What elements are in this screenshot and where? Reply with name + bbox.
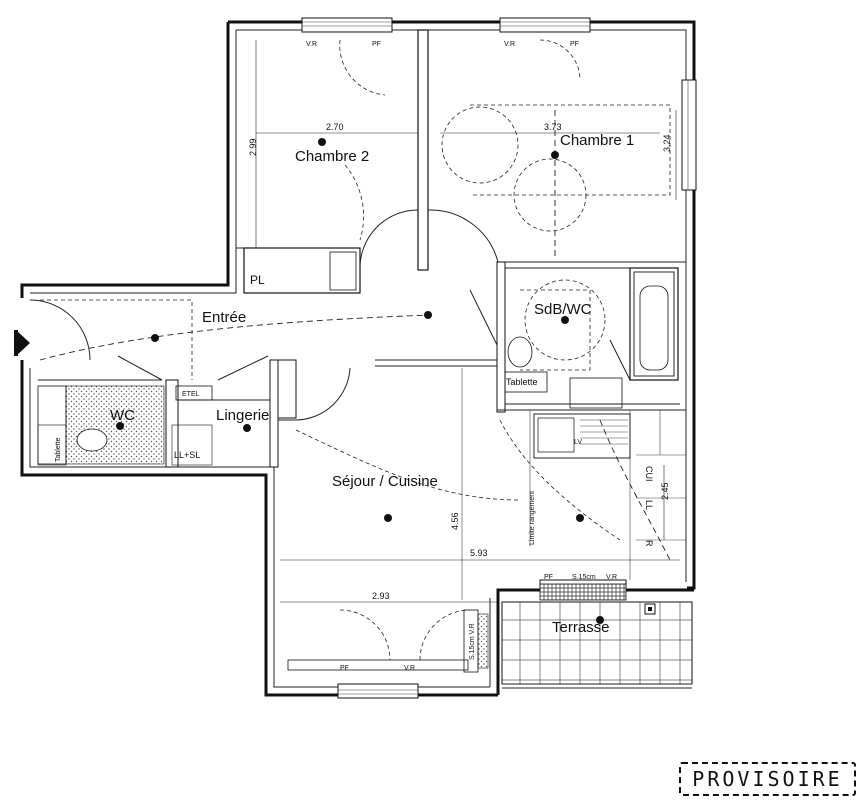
provisoire-stamp: PROVISOIRE xyxy=(679,762,856,796)
label-pf-3: PF xyxy=(340,665,349,672)
label-ll-sl: LL+SL xyxy=(174,450,200,460)
label-s15: S.15cm xyxy=(572,574,596,581)
label-r: R xyxy=(644,540,654,547)
dim-2-99: 2.99 xyxy=(248,138,258,156)
label-tablette-sdb: Tablette xyxy=(506,377,538,387)
label-pf-4: PF xyxy=(544,574,553,581)
label-etel: ETEL xyxy=(182,391,200,398)
label-vr-2: V.R xyxy=(504,41,515,48)
label-pl: PL xyxy=(250,273,265,287)
label-ll: LL xyxy=(644,500,654,510)
dimension-lines xyxy=(255,40,677,540)
dim-4-56: 4.56 xyxy=(450,512,460,530)
label-limite: Limite rangement xyxy=(529,491,536,545)
dim-2-70: 2.70 xyxy=(326,122,344,132)
room-label-terrasse: Terrasse xyxy=(552,619,610,636)
label-pf-2: PF xyxy=(570,41,579,48)
dim-5-93: 5.93 xyxy=(470,548,488,558)
room-label-chambre-1: Chambre 1 xyxy=(560,132,634,149)
dim-3-24: 3.24 xyxy=(662,134,672,152)
label-lv: LV xyxy=(574,439,582,446)
label-vr-4: V.R xyxy=(606,574,617,581)
light-fixtures xyxy=(116,138,604,624)
doors xyxy=(29,39,631,661)
room-label-lingerie: Lingerie xyxy=(216,407,269,424)
label-pf-1: PF xyxy=(372,41,381,48)
dim-3-73: 3.73 xyxy=(544,122,562,132)
dim-2-45: 2.45 xyxy=(660,482,670,500)
dim-2-93: 2.93 xyxy=(372,591,390,601)
room-label-sejour-cuisine: Séjour / Cuisine xyxy=(332,473,438,490)
label-s15-vr: S.15cm V.R xyxy=(469,623,476,660)
interior-walls xyxy=(38,29,686,580)
furniture xyxy=(37,104,693,689)
label-vr-3: V.R xyxy=(404,665,415,672)
windows xyxy=(287,17,697,699)
room-label-wc: WC xyxy=(110,407,135,424)
room-label-entree: Entrée xyxy=(202,309,246,326)
entry-arrow-icon xyxy=(16,330,30,356)
room-label-chambre-2: Chambre 2 xyxy=(295,148,369,165)
label-vr-1: V.R xyxy=(306,41,317,48)
label-tablette-wc: Tablette xyxy=(55,437,62,462)
room-label-sdb-wc: SdB/WC xyxy=(534,301,592,318)
label-cui: CUI xyxy=(644,466,654,482)
